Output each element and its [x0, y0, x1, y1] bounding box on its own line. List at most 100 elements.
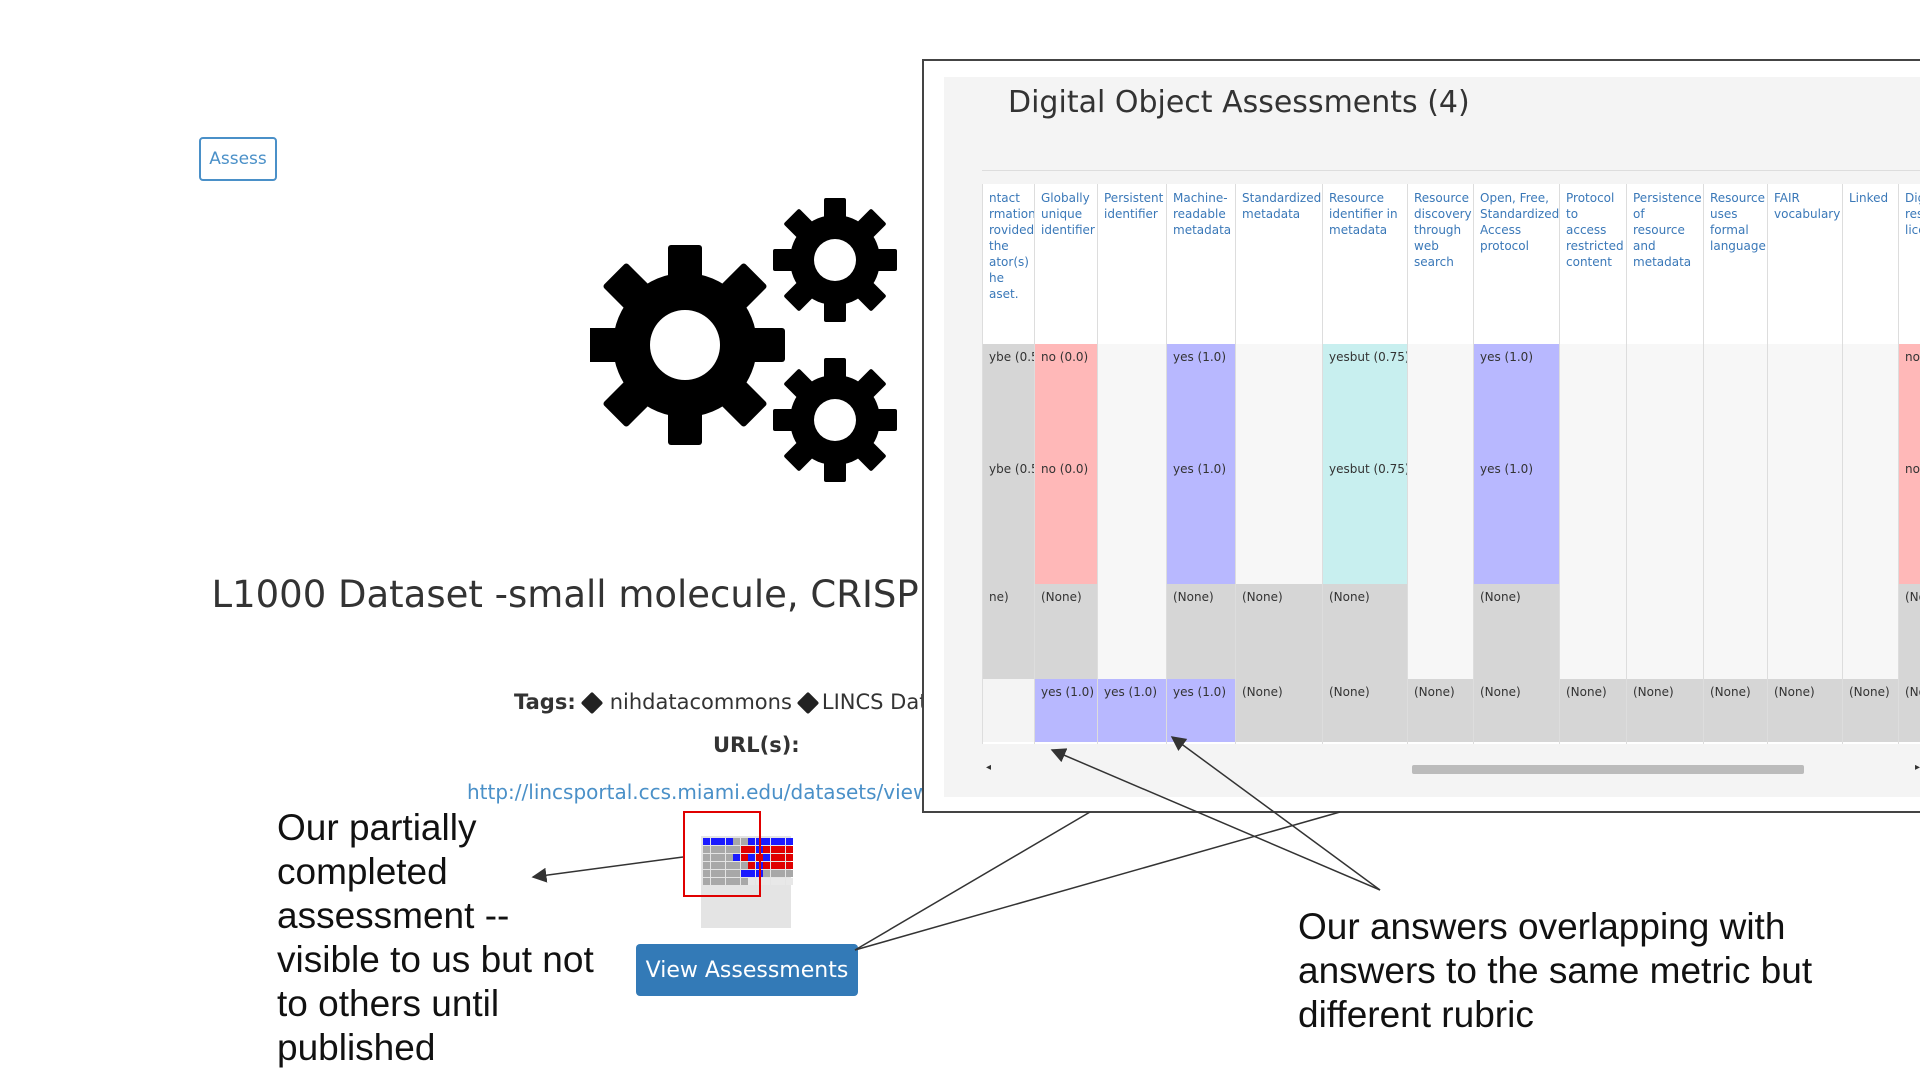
assessment-column: Digita resou licensno (0.no (0.(None(Non…	[1898, 184, 1920, 744]
column-header[interactable]: Protocol to access restricted content	[1566, 191, 1624, 269]
assessment-cell: ybe (0.5)	[983, 344, 1035, 456]
thumbnail-cell	[748, 838, 755, 845]
column-header[interactable]: Standardized metadata	[1242, 191, 1322, 221]
thumbnail-cell	[710, 854, 718, 861]
column-header[interactable]: Resource discovery through web search	[1414, 191, 1472, 269]
thumbnail-cell	[763, 862, 770, 869]
column-header[interactable]: Globally unique identifier	[1041, 191, 1095, 237]
scroll-left-icon[interactable]: ◂	[986, 762, 992, 773]
thumbnail-cell	[740, 838, 748, 845]
assessment-cell: (None)	[1560, 679, 1627, 742]
thumbnail-cell	[763, 870, 770, 877]
column-header[interactable]: FAIR vocabulary	[1774, 191, 1841, 221]
thumbnail-cell	[718, 846, 725, 853]
assessment-cell: yesbut (0.75)	[1323, 456, 1408, 584]
assessment-cell: (None)	[1768, 679, 1843, 742]
view-assessments-button[interactable]: View Assessments	[636, 944, 858, 996]
thumbnail-cell	[703, 838, 710, 845]
column-header[interactable]: Digita resou licens	[1905, 191, 1920, 237]
assessment-cell: no (0.	[1899, 344, 1920, 456]
thumbnail-cell	[770, 878, 778, 885]
thumbnail-cell	[733, 838, 740, 845]
assessment-cell: yes (1.0)	[1098, 679, 1167, 742]
horizontal-scrollbar[interactable]: ◂ ▸	[982, 760, 1920, 778]
tags-line: Tags: nihdatacommons LINCS Data	[514, 690, 941, 715]
thumbnail-cell	[718, 854, 725, 861]
thumbnail-cell	[770, 854, 778, 861]
assessment-cell	[1627, 456, 1704, 584]
assessment-cell: yesbut (0.75)	[1323, 344, 1408, 456]
assessment-cell	[1843, 344, 1899, 456]
assessment-column: Resource uses formal language(None)	[1703, 184, 1768, 744]
tag-link[interactable]: nihdatacommons	[609, 690, 792, 714]
column-header[interactable]: Resource uses formal language	[1710, 191, 1766, 253]
assessment-cell: (None)	[1236, 584, 1323, 679]
overlap-annotation: Our answers overlapping with answers to …	[1298, 906, 1813, 1035]
urls-label: URL(s):	[713, 733, 800, 757]
thumbnail-cell	[748, 846, 755, 853]
thumbnail-cell	[785, 878, 793, 885]
assessment-cell: yes (1.0)	[1167, 456, 1236, 584]
assessment-cell	[1408, 456, 1474, 584]
assessment-cell	[1843, 456, 1899, 584]
thumbnail-cell	[763, 878, 770, 885]
column-header[interactable]: Linked	[1849, 191, 1889, 205]
thumbnail-cell	[718, 870, 725, 877]
scroll-thumb[interactable]	[1412, 765, 1804, 774]
assessment-cell: yes (1.0)	[1167, 344, 1236, 456]
panel-content: Digital Object Assessments (4) ntact rma…	[944, 77, 1920, 797]
column-header[interactable]: Machine-readable metadata	[1173, 191, 1232, 237]
column-header[interactable]: ntact rmation rovided the ator(s) he ase…	[989, 191, 1036, 301]
assessment-cell	[1098, 456, 1167, 584]
thumbnail-cell	[733, 878, 740, 885]
thumbnail-cell	[733, 870, 740, 877]
thumbnail-cell	[718, 838, 725, 845]
assessment-cell	[1768, 584, 1843, 679]
assessment-column: Persistence of resource and metadata (Non…	[1626, 184, 1704, 744]
assessment-cell: yes (1.0)	[1474, 456, 1560, 584]
assessment-cell: ne)	[983, 584, 1035, 679]
gears-icon	[590, 198, 897, 482]
assessment-cell	[1408, 344, 1474, 456]
tag-icon	[796, 691, 820, 715]
assessment-column: Open, Free, Standardized Access protocol…	[1473, 184, 1560, 744]
thumbnail-cell	[748, 854, 755, 861]
assessment-cell	[1098, 344, 1167, 456]
assessments-panel: Digital Object Assessments (4) ntact rma…	[922, 59, 1920, 813]
assessment-column: Persistent identifier yes (1.0)	[1097, 184, 1167, 744]
assessment-cell	[1236, 344, 1323, 456]
thumbnail-cell	[748, 878, 755, 885]
assessment-cell: (None	[1899, 584, 1920, 679]
assessment-cell: (None)	[1627, 679, 1704, 742]
assessment-cell: (None)	[1035, 584, 1098, 679]
assessment-cell: no (0.	[1899, 456, 1920, 584]
thumbnail-cell	[785, 862, 793, 869]
column-header[interactable]: Persistence of resource and metadata	[1633, 191, 1702, 269]
column-header[interactable]: Persistent identifier	[1104, 191, 1164, 221]
thumbnail-cell	[740, 854, 748, 861]
thumbnail-cell	[770, 862, 778, 869]
assessment-cell	[1560, 456, 1627, 584]
column-header[interactable]: Open, Free, Standardized Access protocol	[1480, 191, 1560, 253]
thumbnail-cell	[718, 862, 725, 869]
thumbnail-cell	[740, 862, 748, 869]
thumbnail-cell	[770, 846, 778, 853]
thumbnail-cell	[770, 838, 778, 845]
tag-link[interactable]: LINCS Data	[821, 690, 941, 714]
thumbnail-cell	[778, 878, 785, 885]
assessment-cell: (None)	[1474, 679, 1560, 742]
assessment-column: Protocol to access restricted content (No…	[1559, 184, 1627, 744]
thumbnail-cell	[733, 846, 740, 853]
tags-label: Tags:	[514, 690, 576, 714]
assessment-cell: (None)	[1843, 679, 1899, 742]
panel-title: Digital Object Assessments (4)	[1008, 85, 1470, 120]
thumbnail-cell	[725, 878, 733, 885]
assessment-cell	[1704, 344, 1768, 456]
assess-button[interactable]: Assess	[199, 137, 277, 181]
column-header[interactable]: Resource identifier in metadata	[1329, 191, 1398, 237]
assessment-thumbnail[interactable]	[701, 836, 793, 928]
dataset-url-link[interactable]: http://lincsportal.ccs.miami.edu/dataset…	[467, 780, 930, 804]
scroll-right-icon[interactable]: ▸	[1914, 762, 1920, 773]
thumbnail-cell	[785, 838, 793, 845]
